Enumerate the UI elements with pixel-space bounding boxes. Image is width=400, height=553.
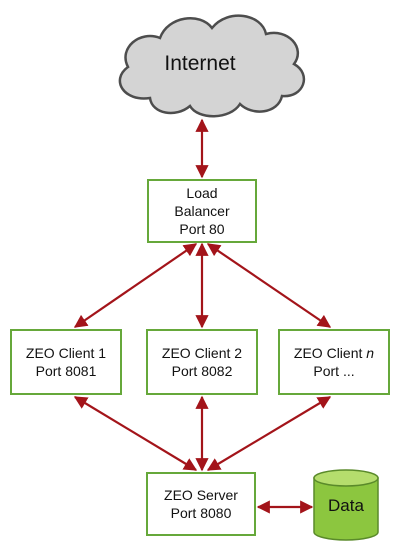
load-balancer-line2: Balancer (174, 203, 230, 219)
zeo-server-box: ZEO Server Port 8080 (146, 472, 256, 536)
zeo-client-n-name: ZEO Client n (294, 344, 374, 362)
zeo-client-2-box: ZEO Client 2 Port 8082 (146, 329, 258, 395)
zeo-client-n-prefix: ZEO Client (293, 345, 367, 361)
arrow-clientn-server (206, 396, 332, 471)
zeo-client-2-port: Port 8082 (171, 363, 233, 379)
zeo-client-n-box: ZEO Client n Port ... (278, 329, 390, 395)
zeo-client-2-name: ZEO Client 2 (161, 345, 243, 361)
zeo-client-n-port: Port ... (313, 363, 355, 379)
zeo-client-1-box: ZEO Client 1 Port 8081 (10, 329, 122, 395)
zeo-server-port: Port 8080 (170, 505, 232, 521)
internet-cloud-icon (118, 14, 306, 118)
zeo-client-1-name: ZEO Client 1 (25, 345, 107, 361)
data-cylinder-icon (313, 469, 379, 541)
load-balancer-box: Load Balancer Port 80 (147, 179, 257, 243)
zeo-server-name: ZEO Server (164, 487, 238, 503)
internet-label: Internet (164, 52, 236, 75)
zeo-client-1-port: Port 8081 (35, 363, 97, 379)
arrow-client1-server (73, 396, 198, 471)
arrow-load-balancer-clientn (206, 243, 332, 328)
load-balancer-port: Port 80 (179, 221, 225, 237)
data-label: Data (328, 496, 364, 515)
load-balancer-line1: Load (186, 185, 218, 201)
zeo-client-n-suffix: n (366, 345, 375, 361)
arrow-load-balancer-client1 (73, 243, 198, 328)
